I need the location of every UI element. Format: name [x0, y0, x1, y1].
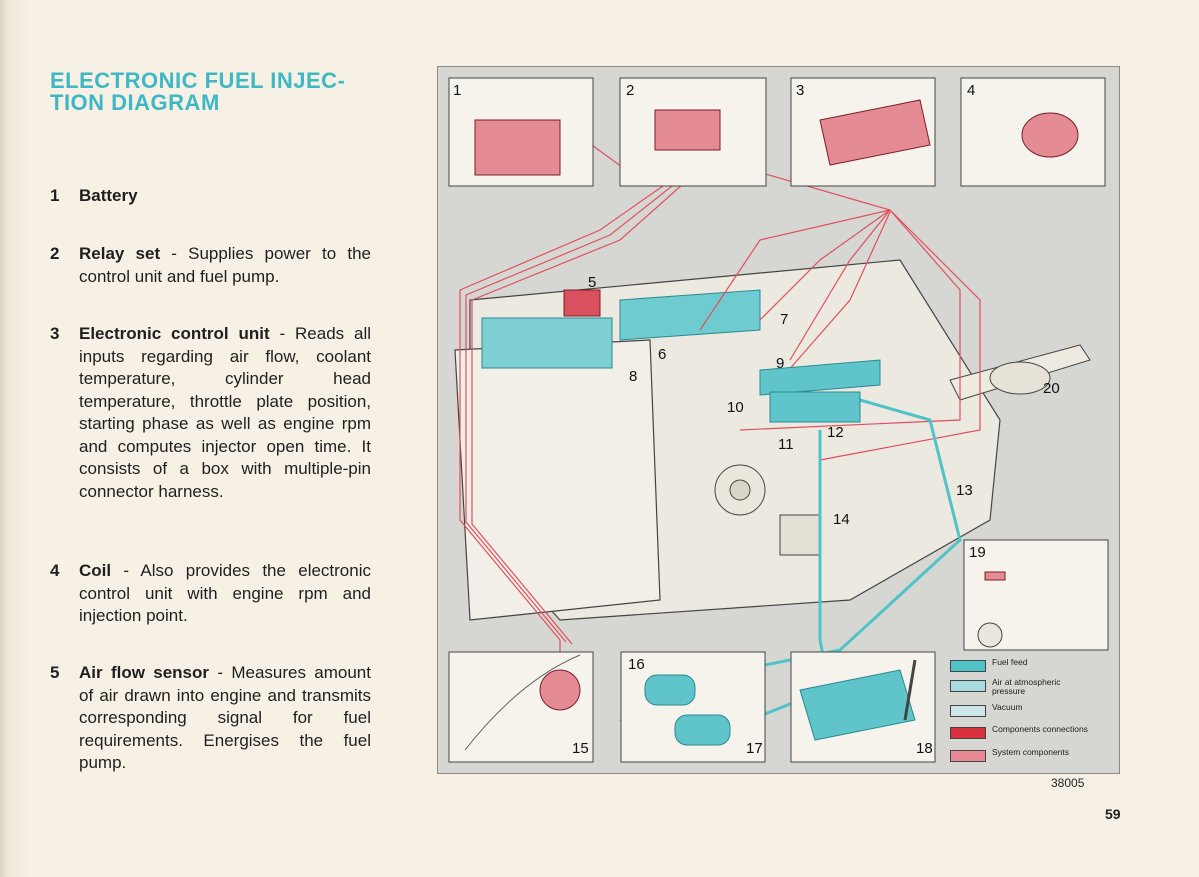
legend-label: System components: [992, 747, 1070, 757]
callout-9: 9: [776, 355, 785, 372]
item-description: - Measures amount of air drawn into engi…: [79, 663, 371, 772]
list-item: 4 Coil - Also provides the electronic co…: [50, 560, 371, 630]
callout-15: 15: [572, 740, 589, 757]
callout-14: 14: [833, 511, 850, 528]
callout-13: 13: [956, 482, 973, 499]
legend-item: Fuel feed: [950, 658, 1120, 674]
relay-icon: [654, 109, 721, 151]
page-title: ELECTRONIC FUEL INJEC- TION DIAGRAM: [50, 70, 390, 114]
item-name: Coil: [79, 561, 112, 580]
callout-10: 10: [727, 399, 744, 416]
figure-code: 38005: [1051, 776, 1085, 790]
legend-label: Vacuum: [992, 702, 1023, 712]
callout-1: 1: [453, 82, 462, 99]
fuel-filter-icon: [674, 714, 731, 746]
sensor-icon: [539, 669, 581, 711]
list-item: 2 Relay set - Supplies power to the cont…: [50, 243, 371, 291]
item-name: Relay set: [79, 244, 161, 263]
list-item: 3 Electronic control unit - Reads all in…: [50, 323, 372, 528]
callout-11: 11: [778, 436, 794, 453]
legend-item: Vacuum: [950, 703, 1120, 719]
callout-3: 3: [796, 82, 805, 99]
item-number: 3: [50, 324, 60, 343]
item-description: - Supplies power to the control unit and…: [79, 244, 371, 286]
air-flow-sensor-block: [563, 289, 601, 317]
item-name: Electronic control unit: [79, 324, 270, 343]
air-filter-housing: [481, 317, 613, 369]
legend-swatch: [950, 750, 986, 762]
callout-4: 4: [967, 82, 976, 99]
title-line-1: ELECTRONIC FUEL INJEC-: [50, 68, 346, 93]
list-item: 1 Battery: [50, 185, 370, 209]
air-duct: [619, 289, 761, 341]
legend-item: Air at atmospheric pressure: [950, 677, 1120, 696]
wiring-harness: [459, 99, 981, 741]
callout-20: 20: [1043, 380, 1060, 397]
legend-swatch: [950, 660, 986, 672]
callout-2: 2: [626, 82, 635, 99]
temperature-sensor-icon: [984, 571, 1006, 581]
legend-swatch: [950, 680, 986, 692]
item-number: 2: [50, 244, 60, 263]
item-number: 5: [50, 663, 60, 682]
legend-item: Components connections: [950, 725, 1120, 741]
list-item: 5 Air flow sensor - Measures amount of a…: [50, 662, 371, 802]
legend-item: System components: [950, 748, 1120, 764]
callout-8: 8: [629, 368, 638, 385]
fuel-rail: [759, 359, 881, 423]
item-number: 1: [50, 186, 60, 205]
callout-7: 7: [780, 311, 789, 328]
battery-icon: [474, 119, 561, 176]
item-description: - Also provides the electronic control u…: [79, 561, 371, 625]
callout-16: 16: [628, 656, 645, 673]
legend-swatch: [950, 727, 986, 739]
legend-swatch: [950, 705, 986, 717]
fuel-pump-icon: [644, 674, 696, 706]
ecu-icon: [819, 99, 931, 166]
legend-label: Components connections: [992, 724, 1088, 734]
callout-18: 18: [916, 740, 933, 757]
page-number: 59: [1105, 806, 1121, 822]
legend-label: Fuel feed: [992, 657, 1028, 667]
legend-label: Air at atmospheric pressure: [992, 677, 1061, 696]
fuel-tank-icon: [799, 669, 916, 741]
title-line-2: TION DIAGRAM: [50, 90, 220, 115]
callout-5: 5: [588, 274, 597, 291]
callout-6: 6: [658, 346, 667, 363]
inset-boxes: [448, 77, 1109, 763]
item-name: Air flow sensor: [79, 663, 210, 682]
callout-17: 17: [746, 740, 763, 757]
item-number: 4: [50, 561, 60, 580]
item-description: - Reads all inputs regarding air flow, c…: [79, 324, 372, 501]
engine-block: [454, 259, 1091, 621]
callout-12: 12: [827, 424, 844, 441]
coil-icon: [1021, 112, 1079, 158]
callout-19: 19: [969, 544, 986, 561]
item-name: Battery: [79, 186, 138, 205]
